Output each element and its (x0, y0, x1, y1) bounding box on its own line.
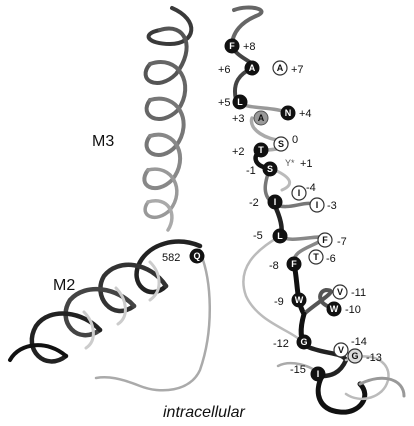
svg-text:+6: +6 (218, 64, 231, 76)
residue-n-plus4: N +4 (281, 106, 312, 120)
svg-text:-8: -8 (269, 260, 279, 272)
residue-v-minus11: V -11 (333, 285, 366, 299)
svg-text:S: S (278, 139, 284, 149)
svg-text:+7: +7 (291, 64, 304, 76)
svg-text:+8: +8 (243, 41, 256, 53)
svg-text:-11: -11 (351, 287, 366, 299)
svg-text:-12: -12 (273, 338, 289, 350)
svg-text:L: L (237, 97, 243, 107)
svg-text:-10: -10 (345, 304, 361, 316)
residue-i-minus3: I -3 (310, 198, 337, 212)
svg-text:S: S (267, 164, 273, 174)
svg-text:F: F (291, 259, 297, 269)
residue-f-plus8: F +8 (225, 39, 256, 53)
residue-t-minus6: T -6 (309, 250, 336, 265)
svg-text:-2: -2 (249, 197, 259, 209)
residue-l-plus5: L +5 (218, 95, 247, 109)
svg-text:0: 0 (292, 134, 298, 146)
residue-w-minus9: W -9 (274, 293, 306, 308)
residue-nodes: F +8 A +6 A +7 L +5 A +3 N (162, 39, 382, 381)
svg-text:A: A (258, 113, 265, 123)
svg-text:I: I (274, 197, 277, 207)
svg-text:-1: -1 (246, 165, 256, 177)
svg-text:W: W (295, 295, 304, 305)
svg-text:N: N (285, 108, 292, 118)
svg-text:F: F (229, 41, 235, 51)
residue-f-minus8: F -8 (269, 257, 301, 272)
svg-text:V: V (338, 345, 344, 355)
svg-text:+2: +2 (232, 146, 245, 158)
svg-text:+4: +4 (299, 108, 312, 120)
svg-text:W: W (330, 304, 339, 314)
svg-text:Y*: Y* (285, 158, 295, 168)
residue-q-582: Q 582 (162, 249, 204, 264)
svg-text:Q: Q (193, 251, 200, 261)
svg-text:+5: +5 (218, 97, 231, 109)
svg-text:-4: -4 (306, 182, 316, 194)
m3-helix (144, 8, 191, 230)
svg-text:-7: -7 (337, 236, 347, 248)
residue-g-minus12: G -12 (273, 335, 311, 350)
svg-text:T: T (258, 145, 264, 155)
svg-text:-3: -3 (327, 200, 337, 212)
intracellular-label: intracellular (163, 404, 245, 421)
residue-w-minus10: W -10 (327, 302, 361, 316)
m3-label: M3 (92, 133, 114, 150)
svg-text:582: 582 (162, 252, 180, 264)
svg-text:-14: -14 (351, 336, 367, 348)
svg-text:I: I (317, 369, 320, 379)
svg-text:L: L (277, 231, 283, 241)
svg-text:G: G (351, 351, 358, 361)
svg-text:+3: +3 (232, 113, 245, 125)
svg-text:-5: -5 (253, 230, 263, 242)
svg-text:A: A (277, 63, 284, 73)
residue-t-plus2: T +2 (232, 143, 268, 158)
svg-text:T: T (313, 252, 319, 262)
svg-text:-15: -15 (290, 364, 306, 376)
residue-a-plus7: A +7 (273, 61, 304, 76)
svg-text:-9: -9 (274, 296, 284, 308)
svg-text:G: G (300, 337, 307, 347)
svg-text:-13: -13 (366, 352, 382, 364)
residue-s-0: S 0 (274, 134, 298, 151)
svg-text:I: I (316, 200, 319, 210)
svg-text:-6: -6 (326, 253, 336, 265)
svg-text:I: I (298, 188, 301, 198)
svg-text:+1: +1 (300, 158, 313, 170)
residue-a-plus6: A +6 (218, 61, 259, 76)
m2-label: M2 (53, 277, 75, 294)
svg-text:V: V (337, 287, 343, 297)
residue-y-plus1: Y* +1 (285, 158, 313, 170)
svg-text:A: A (249, 63, 256, 73)
residue-i-minus4: I -4 (292, 182, 316, 200)
svg-text:F: F (322, 235, 328, 245)
residue-f-minus7: F -7 (318, 233, 347, 248)
